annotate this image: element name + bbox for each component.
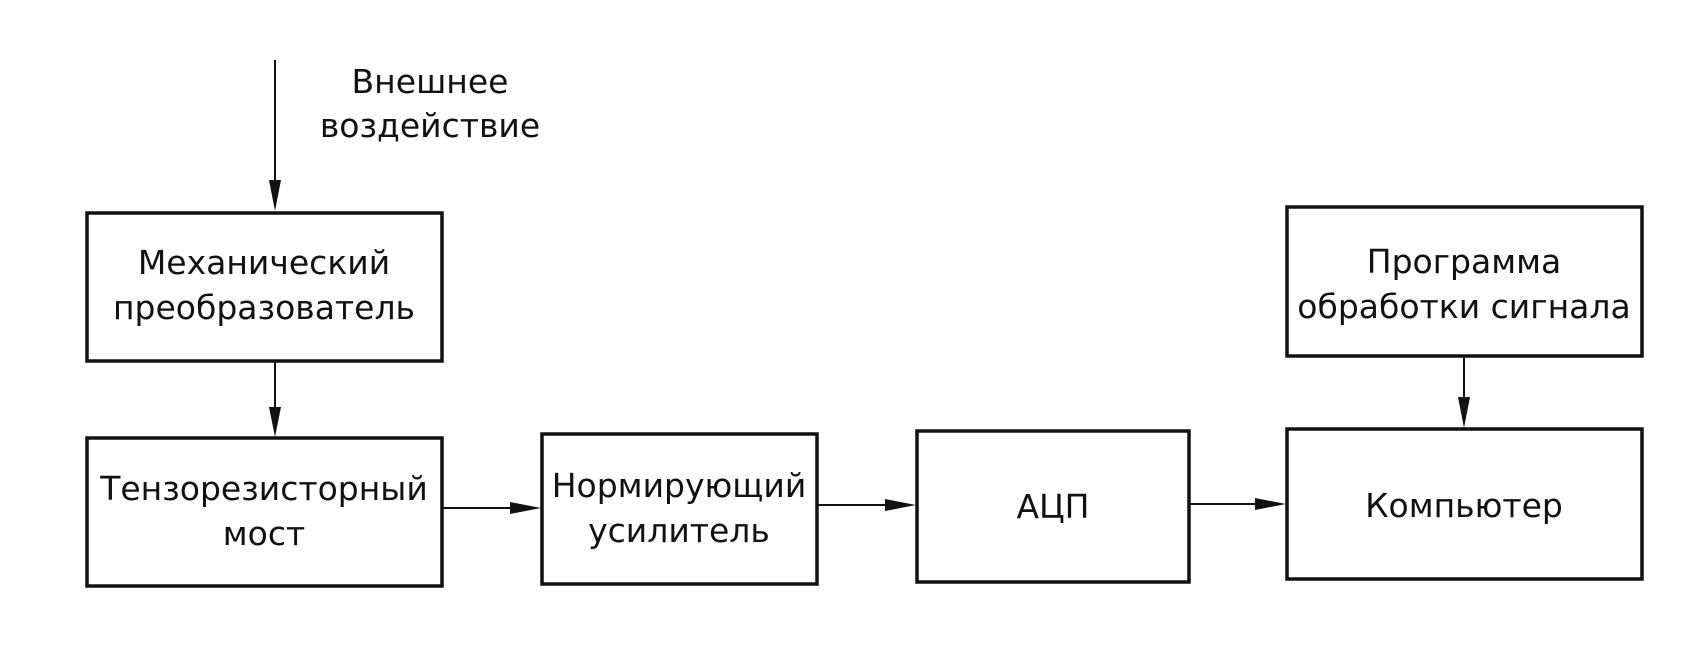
edge-adc-to-computer: [1189, 498, 1286, 510]
node-adc: АЦП: [915, 429, 1191, 584]
edge-program-to-computer: [1458, 356, 1470, 428]
node-mechanical-transducer-line2: преобразователь: [113, 288, 415, 327]
input-label-line2: воздействие: [320, 106, 540, 145]
node-signal-processing-program-line1: Программа: [1367, 242, 1561, 281]
edge-mechanical-to-bridge: [269, 361, 281, 437]
node-computer: Компьютер: [1285, 427, 1644, 581]
node-adc-label: АЦП: [1016, 487, 1089, 526]
node-computer-label: Компьютер: [1365, 486, 1563, 525]
input-label: Внешнее воздействие: [320, 62, 540, 145]
edge-input-to-mechanical: [269, 60, 281, 211]
node-normalizing-amplifier-line1: Нормирующий: [552, 466, 807, 505]
node-normalizing-amplifier: Нормирующий усилитель: [540, 432, 819, 586]
node-strain-gauge-bridge: Тензорезисторный мост: [85, 436, 444, 588]
input-label-line1: Внешнее: [352, 62, 509, 101]
node-signal-processing-program: Программа обработки сигнала: [1285, 205, 1644, 358]
node-strain-gauge-bridge-line1: Тензорезисторный: [99, 469, 428, 508]
node-normalizing-amplifier-line2: усилитель: [588, 511, 770, 550]
edge-amplifier-to-adc: [817, 499, 916, 511]
node-strain-gauge-bridge-line2: мост: [223, 514, 305, 553]
node-mechanical-transducer-line1: Механический: [138, 243, 390, 282]
edge-bridge-to-amplifier: [442, 502, 541, 514]
node-mechanical-transducer: Механический преобразователь: [85, 211, 444, 363]
node-signal-processing-program-line2: обработки сигнала: [1297, 287, 1630, 326]
